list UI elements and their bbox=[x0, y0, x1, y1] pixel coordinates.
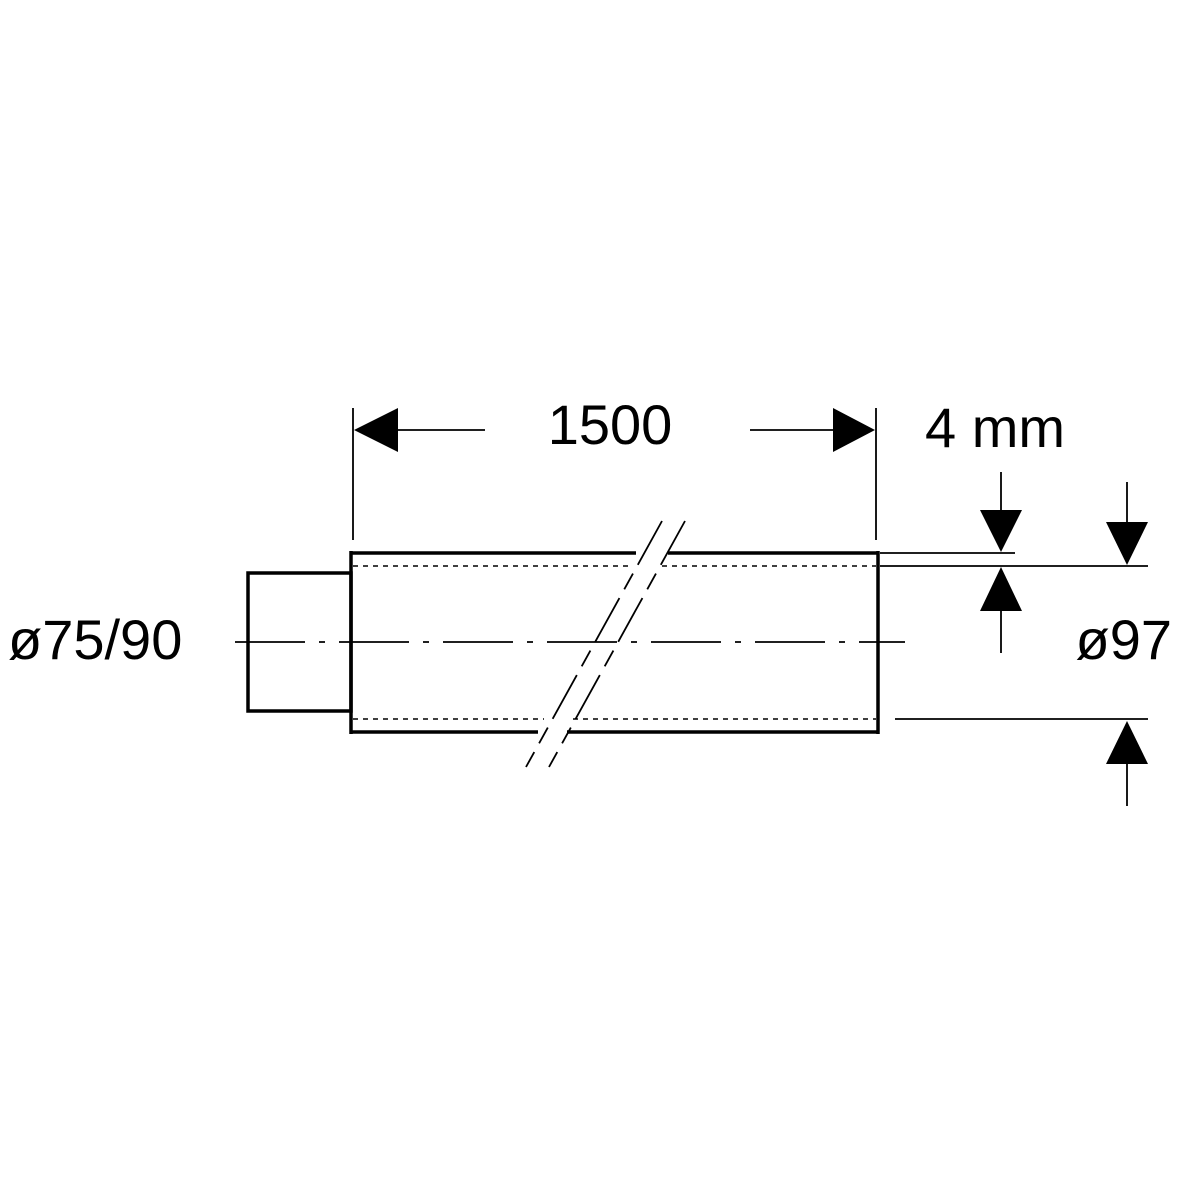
arrow-left-icon bbox=[354, 408, 398, 452]
length-dimension: 1500 bbox=[352, 393, 877, 540]
outer-diameter-label: ø97 bbox=[1076, 608, 1173, 671]
wall-thickness-dimension: 4 mm bbox=[880, 396, 1148, 653]
arrow-right-icon bbox=[833, 408, 875, 452]
break-symbol bbox=[525, 520, 686, 768]
arrow-down-icon bbox=[1106, 522, 1148, 565]
arrow-up-icon bbox=[980, 567, 1022, 611]
length-label: 1500 bbox=[548, 393, 673, 456]
break-line-2 bbox=[548, 520, 686, 768]
arrow-down-icon bbox=[980, 510, 1022, 552]
wall-thickness-label: 4 mm bbox=[925, 396, 1065, 459]
break-line-1 bbox=[525, 520, 663, 768]
arrow-up-icon bbox=[1106, 721, 1148, 764]
outer-diameter-dimension: ø97 bbox=[895, 482, 1172, 806]
inner-diameter-label: ø75/90 bbox=[8, 608, 182, 671]
pipe-body bbox=[349, 551, 880, 734]
